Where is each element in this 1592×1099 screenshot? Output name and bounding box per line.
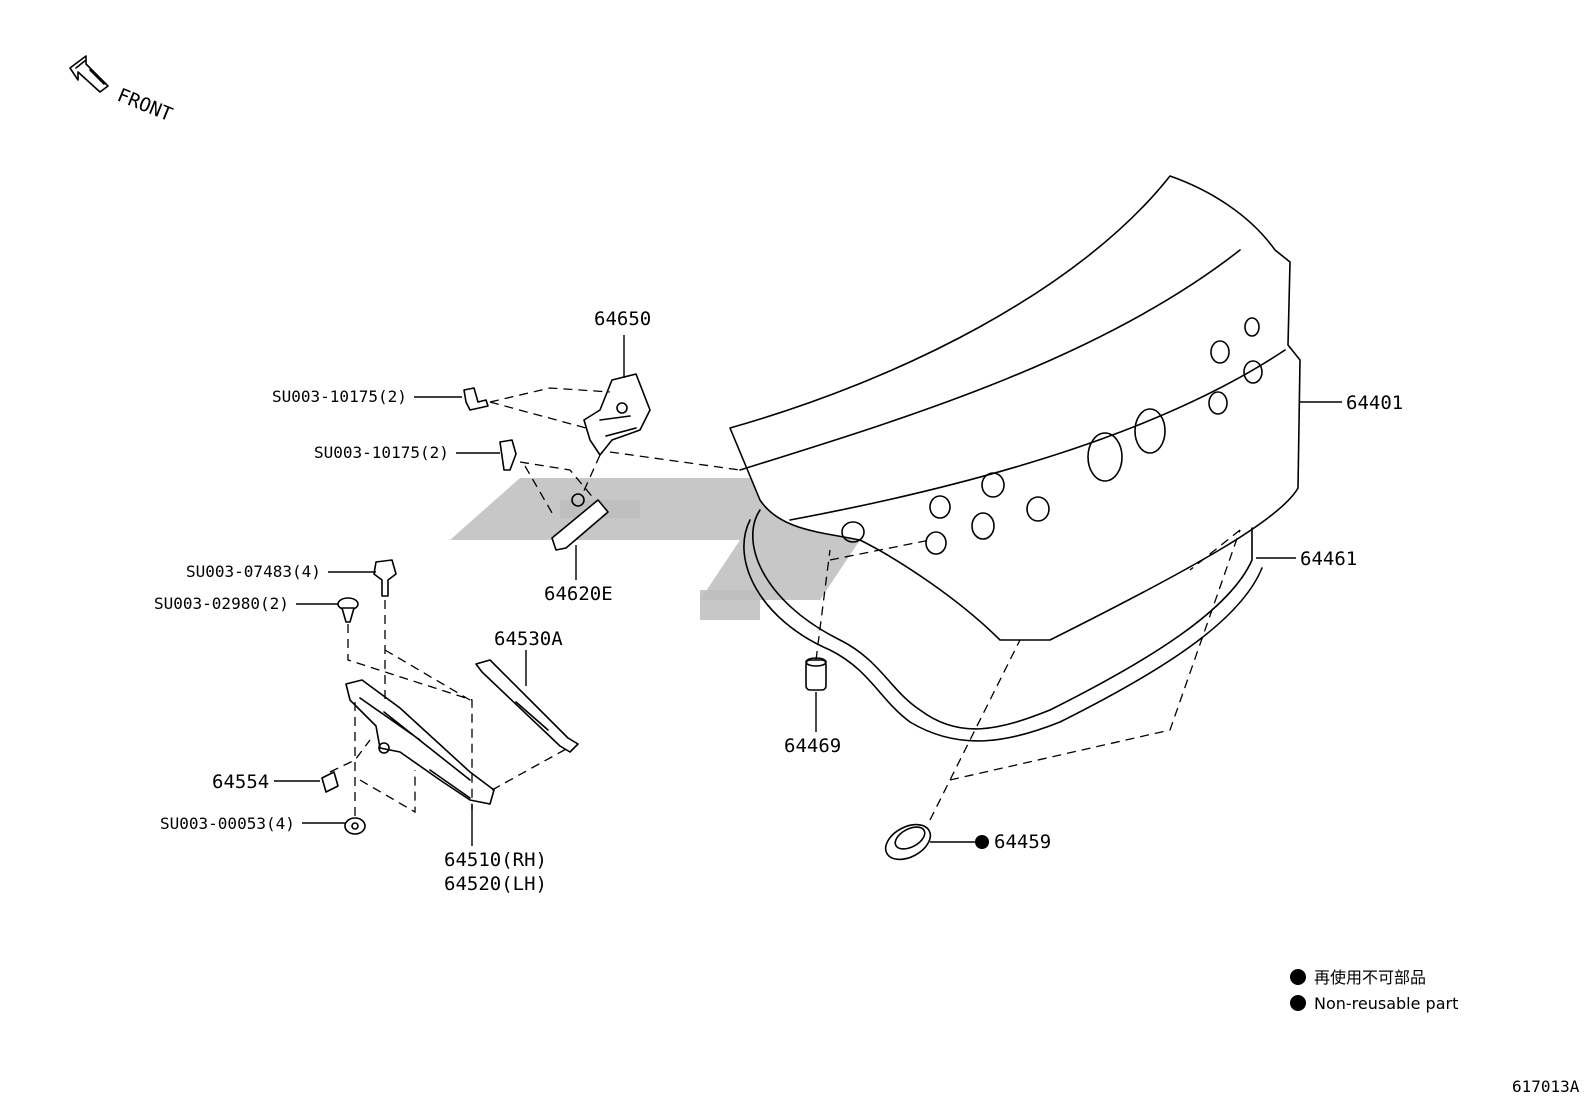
bolt-icon [373,559,397,597]
leader-lines [274,335,1342,846]
stopper [805,657,827,691]
part-label-lock: 64650 [594,308,651,330]
part-label-weatherstrip: 64461 [1300,548,1357,570]
hinge [345,679,495,805]
plug [884,823,932,861]
part-label-damper: 64530A [494,628,563,650]
weatherstrip [743,509,1263,742]
part-label-plug: 64459 [994,831,1051,853]
damper [475,659,579,753]
part-label-bolt-lock: SU003-10175(2) [272,387,407,406]
non-reusable-marker-icon [975,835,989,849]
part-label-bolt-striker: SU003-10175(2) [314,443,449,462]
part-label-trunk-lid: 64401 [1346,392,1403,414]
cushion-icon [321,771,339,793]
striker [551,493,609,551]
part-label-hinge-lh: 64520(LH) [444,873,547,895]
figure-code: 617013A [1512,1077,1580,1096]
legend-bullet-icon [1290,969,1306,985]
part-label-hinge-rh: 64510(RH) [444,849,547,871]
front-arrow-icon [69,55,109,93]
part-label-cushion: 64554 [212,771,269,793]
part-label-clip: SU003-02980(2) [154,594,289,613]
legend-bullet-icon [1290,995,1306,1011]
legend-en: Non-reusable part [1314,994,1458,1013]
part-label-bolt-hinge: SU003-07483(4) [186,562,321,581]
bolt-icon [463,387,489,411]
part-label-striker: 64620E [544,583,613,605]
clip-icon [337,597,359,623]
front-label: FRONT [114,84,175,126]
legend-jp: 再使用不可部品 [1314,968,1426,987]
part-label-stopper: 64469 [784,735,841,757]
trunk-lock [583,373,651,456]
trunk-lid [729,175,1301,641]
nut-icon [344,817,366,835]
bolt-icon [499,439,517,471]
legend: 再使用不可部品 Non-reusable part [1290,968,1458,1013]
assembly-lines [329,387,1241,821]
part-label-nut: SU003-00053(4) [160,814,295,833]
